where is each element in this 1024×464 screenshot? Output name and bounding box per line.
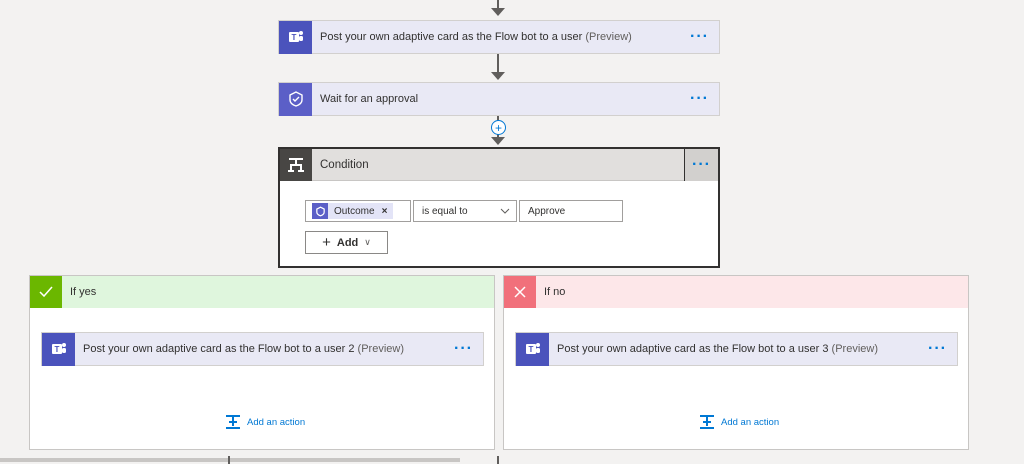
condition-value-field[interactable]: Approve [519,200,623,222]
add-action-label: Add an action [247,416,306,428]
token-label: Outcome [334,205,375,217]
check-icon [30,276,62,308]
condition-icon [280,148,312,181]
teams-icon: T [42,332,75,366]
step-wait-for-approval[interactable]: Wait for an approval ··· [278,82,720,116]
svg-text:T: T [54,345,59,354]
close-icon [504,276,536,308]
add-an-action-button[interactable]: Add an action [225,414,305,430]
add-condition-button[interactable]: + Add ∨ [305,231,388,254]
branch-label: If yes [70,286,97,298]
add-action-label: Add an action [721,416,780,428]
more-options-button[interactable]: ··· [684,148,718,181]
teams-icon: T [516,332,549,366]
add-action-icon [700,415,714,429]
plus-icon: + [322,234,331,251]
operator-dropdown[interactable]: is equal to [413,200,517,222]
more-options-button[interactable]: ··· [690,28,709,45]
bottom-shadow [0,458,460,462]
step-post-adaptive-card[interactable]: T Post your own adaptive card as the Flo… [278,20,720,54]
connector-bottom-center [497,456,499,464]
approval-icon [279,82,312,116]
svg-text:T: T [291,33,296,42]
add-an-action-button[interactable]: Add an action [699,414,779,430]
branch-header-no[interactable]: If no [504,276,968,308]
step-post-adaptive-card-3[interactable]: T Post your own adaptive card as the Flo… [515,332,958,366]
condition-title: Condition [320,158,369,171]
step-post-adaptive-card-2[interactable]: T Post your own adaptive card as the Flo… [41,332,484,366]
condition-value: Approve [528,205,566,217]
remove-token-icon[interactable]: × [381,205,388,217]
arrow-top [491,8,505,16]
insert-step-button[interactable]: + [491,120,506,135]
branch-if-yes: If yes T Post your own adaptive card as … [29,275,495,450]
connector-top [497,0,499,11]
dynamic-content-token: Outcome × [312,203,394,219]
step-title: Post your own adaptive card as the Flow … [320,31,632,43]
approval-icon [312,203,328,219]
condition-left-field[interactable]: Outcome × [305,200,411,222]
branch-label: If no [544,286,566,298]
add-action-icon [226,415,240,429]
condition-header[interactable]: Condition ··· [280,148,718,181]
chevron-down-icon: ∨ [364,237,371,247]
connector-1 [497,54,499,74]
more-options-button[interactable]: ··· [454,340,473,357]
chevron-down-icon [500,208,510,214]
step-title: Wait for an approval [320,93,419,105]
branch-if-no: If no T Post your own adaptive card as t… [503,275,969,450]
condition-block: Condition ··· Outcome × is equal to Appr… [278,147,720,268]
operator-value: is equal to [422,205,468,217]
arrow-2 [491,137,505,145]
arrow-1 [491,72,505,80]
svg-text:T: T [528,345,533,354]
more-options-button[interactable]: ··· [690,90,709,107]
step-title: Post your own adaptive card as the Flow … [83,343,404,355]
more-options-button[interactable]: ··· [928,340,947,357]
add-label: Add [336,236,359,249]
step-title: Post your own adaptive card as the Flow … [557,343,878,355]
teams-icon: T [279,20,312,54]
branch-header-yes[interactable]: If yes [30,276,494,308]
connector-bottom-left [228,456,230,464]
